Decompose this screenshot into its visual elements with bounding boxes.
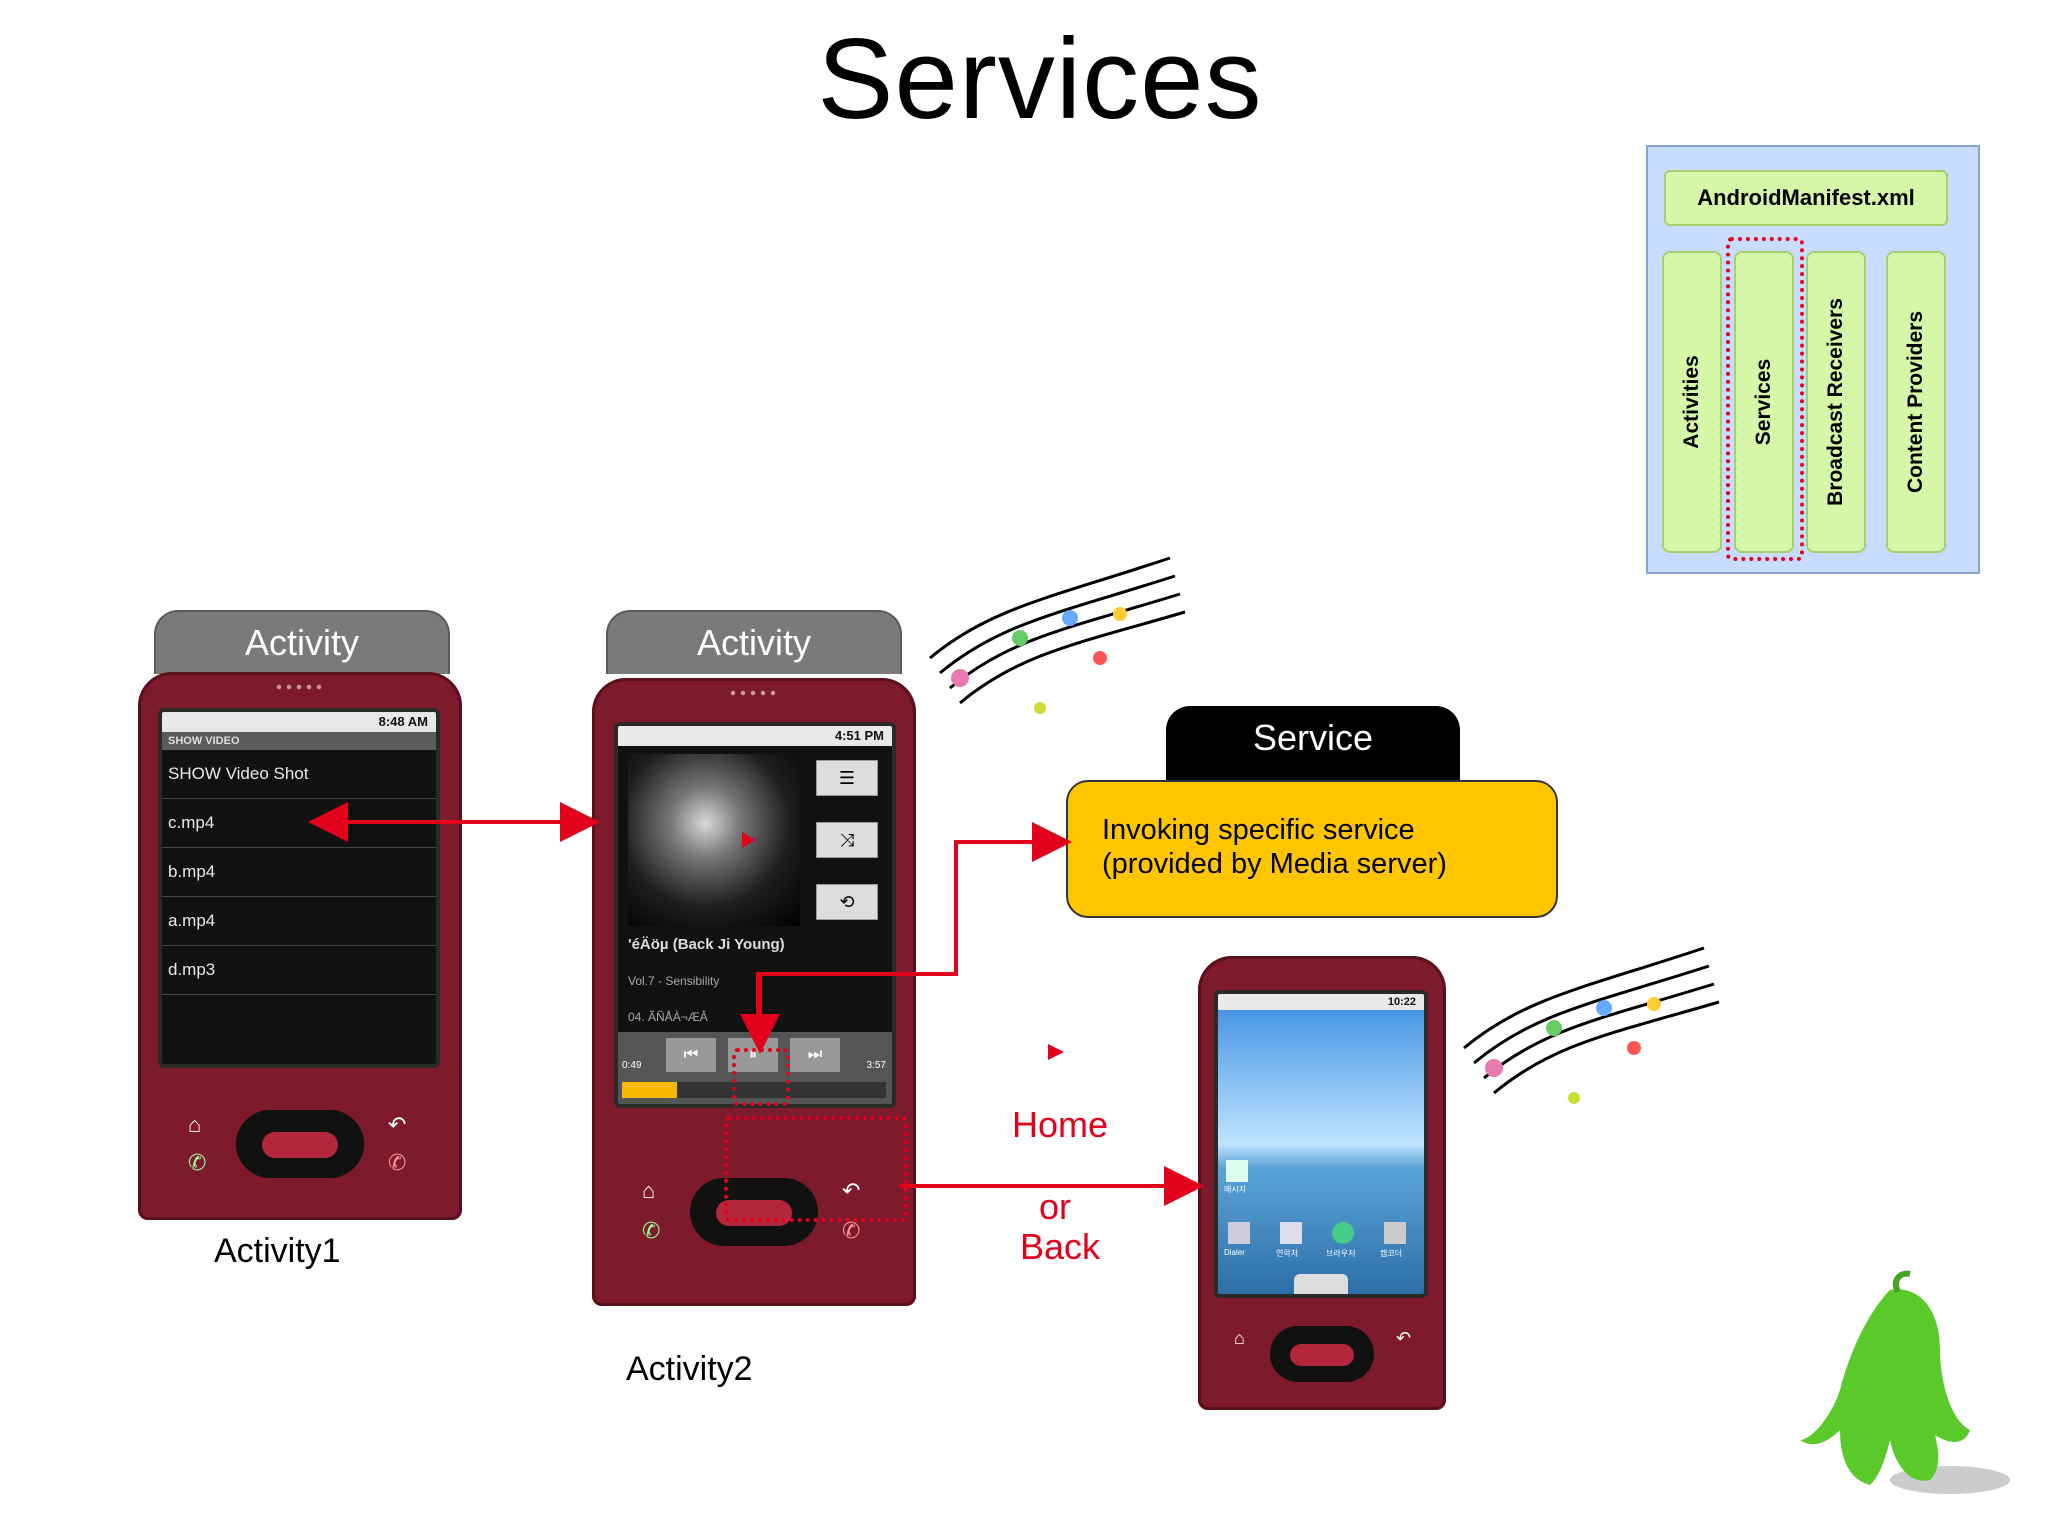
or-label: or bbox=[1038, 1186, 1071, 1227]
back-icon[interactable]: ↶ bbox=[842, 1178, 861, 1203]
play-marker bbox=[1048, 1044, 1064, 1060]
dialer-label: Dialer bbox=[1224, 1248, 1245, 1257]
status-bar: 8:48 AM bbox=[162, 712, 436, 732]
total-time: 3:57 bbox=[866, 1060, 886, 1071]
playlist-icon[interactable]: ☰ bbox=[816, 760, 878, 796]
trackball[interactable] bbox=[236, 1110, 364, 1178]
pause-to-service-arrow bbox=[756, 822, 1072, 1044]
home-back-highlight bbox=[724, 1116, 908, 1222]
speaker-grille bbox=[728, 690, 780, 696]
status-bar: 10:22 bbox=[1218, 994, 1424, 1010]
page-title: Services bbox=[817, 16, 1263, 143]
app-drawer-handle[interactable] bbox=[1294, 1274, 1348, 1294]
messaging-label: 메시지 bbox=[1224, 1185, 1247, 1194]
activity2-caption: Activity2 bbox=[626, 1350, 753, 1388]
list-item[interactable]: SHOW Video Shot bbox=[162, 750, 436, 799]
list-item[interactable]: a.mp4 bbox=[162, 897, 436, 946]
progress-bar[interactable] bbox=[622, 1082, 886, 1098]
activity1-screen: 8:48 AM SHOW VIDEO SHOW Video Shot c.mp4… bbox=[158, 708, 440, 1068]
music-notes-icon bbox=[929, 556, 1186, 714]
speaker-grille bbox=[274, 684, 326, 690]
manifest-broadcast-receivers: Broadcast Receivers bbox=[1806, 251, 1866, 553]
contacts-label: 연락처 bbox=[1276, 1249, 1299, 1258]
dialer-icon[interactable] bbox=[1228, 1222, 1250, 1244]
manifest-content-providers: Content Providers bbox=[1886, 251, 1946, 553]
service-tab: Service bbox=[1166, 706, 1460, 780]
transport-bar: ⏮ ⏸ ⏭ 0:49 3:57 bbox=[618, 1032, 892, 1104]
home-icon[interactable]: ⌂ bbox=[1234, 1328, 1245, 1348]
activity2-screen: 4:51 PM ☰ ⤨ ⟲ 'éÄöµ (Back Ji Young) Vol.… bbox=[614, 722, 896, 1108]
browser-icon[interactable] bbox=[1332, 1222, 1354, 1244]
manifest-activities: Activities bbox=[1662, 251, 1722, 553]
home-screen: 10:22 메시지 Dialer 연락처 브라우저 캠코더 bbox=[1214, 990, 1428, 1298]
manifest-services: Services bbox=[1734, 251, 1794, 553]
manifest-title: AndroidManifest.xml bbox=[1664, 170, 1948, 226]
home-icon[interactable]: ⌂ bbox=[188, 1112, 202, 1137]
end-call-icon[interactable]: ✆ bbox=[842, 1218, 861, 1243]
call-icon[interactable]: ✆ bbox=[642, 1218, 661, 1243]
call-icon[interactable]: ✆ bbox=[188, 1150, 207, 1175]
service-callout: Invoking specific service (provided by M… bbox=[1066, 780, 1558, 918]
activity2-phone: 4:51 PM ☰ ⤨ ⟲ 'éÄöµ (Back Ji Young) Vol.… bbox=[592, 678, 916, 1306]
home-label: Home bbox=[1011, 1104, 1109, 1145]
album-art bbox=[628, 754, 800, 926]
progress-fill bbox=[622, 1082, 677, 1098]
activity1-caption: Activity1 bbox=[214, 1232, 341, 1270]
service-line-1: Invoking specific service bbox=[1102, 814, 1415, 846]
browser-label: 브라우저 bbox=[1326, 1249, 1356, 1258]
play-marker-album bbox=[742, 832, 756, 848]
contacts-icon[interactable] bbox=[1280, 1222, 1302, 1244]
home-phone: 10:22 메시지 Dialer 연락처 브라우저 캠코더 ⌂ ↶ bbox=[1198, 956, 1446, 1410]
album-name: Vol.7 - Sensibility bbox=[628, 974, 720, 988]
back-icon[interactable]: ↶ bbox=[1396, 1328, 1412, 1348]
list-header: SHOW VIDEO bbox=[162, 732, 436, 750]
home-icon[interactable]: ⌂ bbox=[642, 1178, 656, 1203]
activity2-tab: Activity bbox=[606, 610, 902, 674]
next-icon[interactable]: ⏭ bbox=[790, 1038, 840, 1072]
camcorder-label: 캠코더 bbox=[1380, 1249, 1403, 1258]
repeat-icon[interactable]: ⟲ bbox=[816, 884, 878, 920]
trackball[interactable] bbox=[1270, 1326, 1374, 1382]
back-icon[interactable]: ↶ bbox=[388, 1112, 407, 1137]
messaging-icon[interactable] bbox=[1226, 1160, 1248, 1182]
back-label: Back bbox=[1019, 1226, 1101, 1267]
activity1-tab: Activity bbox=[154, 610, 450, 674]
shuffle-icon[interactable]: ⤨ bbox=[816, 822, 878, 858]
list-item[interactable]: b.mp4 bbox=[162, 848, 436, 897]
end-call-icon[interactable]: ✆ bbox=[388, 1150, 407, 1175]
previous-icon[interactable]: ⏮ bbox=[666, 1038, 716, 1072]
list-item[interactable]: c.mp4 bbox=[162, 799, 436, 848]
track-name: 04. ÃÑÅÀ¬ÆÂ bbox=[628, 1010, 708, 1024]
status-bar: 4:51 PM bbox=[618, 726, 892, 746]
service-line-2: (provided by Media server) bbox=[1102, 848, 1447, 880]
list-item[interactable]: d.mp3 bbox=[162, 946, 436, 995]
artist-name: 'éÄöµ (Back Ji Young) bbox=[628, 936, 785, 953]
elapsed-time: 0:49 bbox=[622, 1060, 642, 1071]
services-highlight bbox=[1726, 237, 1804, 561]
android-mascot-icon bbox=[1800, 1270, 2010, 1494]
activity1-phone: 8:48 AM SHOW VIDEO SHOW Video Shot c.mp4… bbox=[138, 672, 462, 1220]
music-notes-icon bbox=[1463, 946, 1720, 1104]
manifest-diagram: AndroidManifest.xml Activities Services … bbox=[1646, 145, 1980, 574]
camcorder-icon[interactable] bbox=[1384, 1222, 1406, 1244]
